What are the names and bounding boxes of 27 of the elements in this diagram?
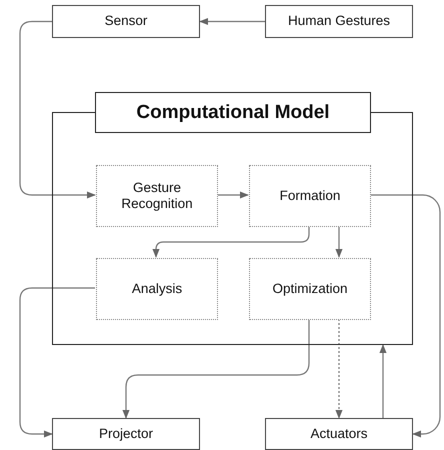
arrow — [199, 18, 265, 26]
component-box — [265, 5, 413, 38]
box-label: Projector — [98, 426, 154, 442]
process-box — [249, 165, 371, 227]
arrow — [19, 20, 96, 199]
box-label: Sensor — [104, 13, 148, 30]
box-label: Actuators — [310, 426, 368, 442]
model-title: Computational Model — [95, 92, 371, 133]
arrow — [217, 191, 249, 199]
arrow — [379, 344, 387, 418]
box-label: Human Gestures — [288, 13, 390, 30]
arrow — [370, 194, 441, 438]
process-box — [249, 258, 371, 320]
arrow — [152, 226, 310, 258]
process-box — [96, 258, 218, 320]
component-box — [52, 418, 200, 450]
arrow — [335, 226, 343, 258]
arrow — [122, 319, 310, 419]
box-label: Formation — [280, 188, 340, 204]
process-box — [96, 165, 218, 227]
component-box — [52, 5, 200, 38]
component-box — [265, 418, 413, 450]
box-label: Analysis — [132, 280, 182, 298]
arrow — [19, 287, 95, 438]
arrow — [335, 319, 343, 419]
box-label: Optimization — [272, 280, 348, 298]
box-label: Gesture Recognition — [120, 180, 194, 212]
